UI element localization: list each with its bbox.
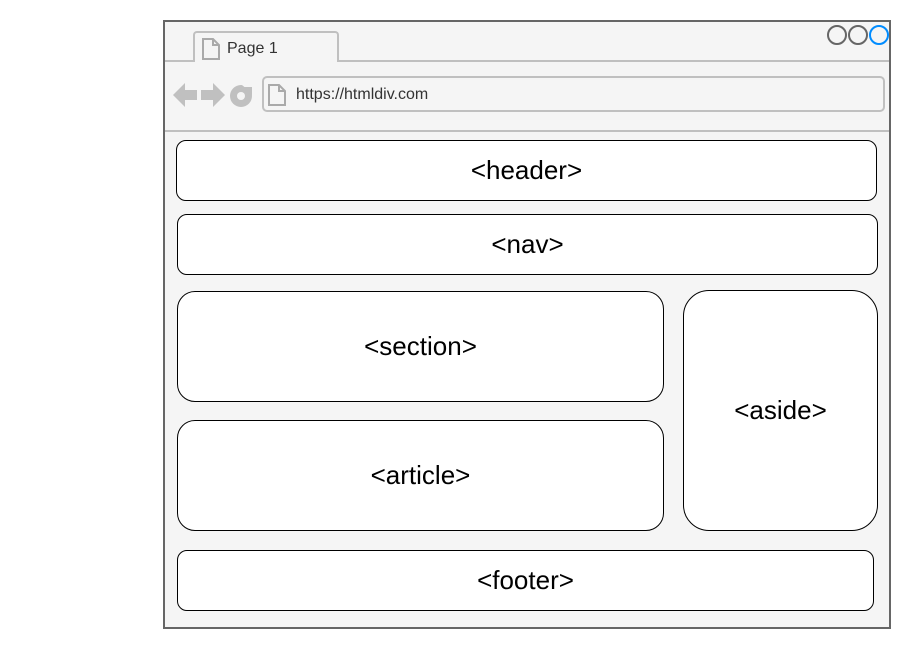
tab-bar: Page 1: [165, 22, 889, 62]
navigation-controls: [172, 81, 254, 109]
back-arrow-icon[interactable]: [172, 81, 198, 109]
refresh-icon[interactable]: [228, 81, 254, 109]
maximize-button[interactable]: [848, 25, 868, 45]
section-block: <section>: [177, 291, 664, 402]
window-controls: [827, 25, 889, 45]
document-icon: [268, 84, 286, 106]
url-text: https://htmldiv.com: [296, 86, 429, 103]
nav-block: <nav>: [177, 214, 878, 275]
address-bar: https://htmldiv.com: [165, 62, 889, 132]
url-input[interactable]: https://htmldiv.com: [262, 76, 885, 112]
document-icon: [202, 38, 220, 60]
header-block: <header>: [176, 140, 877, 201]
minimize-button[interactable]: [827, 25, 847, 45]
footer-block: <footer>: [177, 550, 874, 611]
tab-page-1[interactable]: Page 1: [193, 31, 339, 62]
article-block: <article>: [177, 420, 664, 531]
forward-arrow-icon[interactable]: [200, 81, 226, 109]
tab-label: Page 1: [227, 40, 278, 57]
aside-block: <aside>: [683, 290, 878, 531]
close-button[interactable]: [869, 25, 889, 45]
